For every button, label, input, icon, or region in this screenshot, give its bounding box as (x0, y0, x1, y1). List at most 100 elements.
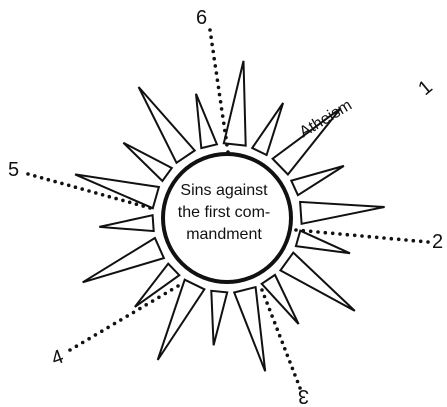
sun-ray (135, 264, 179, 307)
dot (226, 150, 230, 154)
dot (302, 229, 306, 233)
sun-ray (224, 61, 246, 146)
sun-ray (83, 238, 164, 282)
dot (119, 318, 123, 322)
dot (360, 234, 364, 238)
dot (209, 35, 213, 39)
dot (74, 185, 78, 189)
dot (128, 201, 132, 205)
dot (309, 230, 313, 234)
dot (346, 233, 350, 237)
dot (218, 93, 222, 97)
number-6: 6 (196, 8, 207, 28)
dot (268, 308, 272, 312)
sun-ray (262, 275, 299, 324)
dot (275, 327, 279, 331)
dot (60, 182, 64, 186)
dot (281, 341, 285, 345)
dot (286, 354, 290, 358)
sun-ray (252, 103, 283, 155)
dot (214, 64, 218, 68)
dot (211, 50, 215, 54)
dot (263, 295, 267, 299)
dot (138, 307, 142, 311)
dot (368, 235, 372, 239)
dot (223, 129, 227, 133)
dot (114, 197, 118, 201)
sun-ray (158, 280, 205, 360)
dot (135, 202, 139, 206)
dot (293, 373, 297, 377)
sun-ray (300, 202, 385, 224)
dot (170, 288, 174, 292)
dot (33, 174, 37, 178)
dot (260, 288, 264, 292)
dot (397, 238, 401, 242)
dot (353, 234, 357, 238)
dot (67, 184, 71, 188)
sun-ray (123, 143, 171, 181)
dot (375, 236, 379, 240)
dot (121, 199, 125, 203)
dot (208, 28, 212, 32)
dot (148, 206, 152, 210)
dot (338, 232, 342, 236)
dot (40, 176, 44, 180)
dot (404, 238, 408, 242)
dot (283, 347, 287, 351)
dot (108, 195, 112, 199)
dot (224, 136, 228, 140)
sun-ray (296, 231, 350, 254)
dot (132, 311, 136, 315)
dot (164, 292, 168, 296)
dot (222, 122, 226, 126)
dot (212, 57, 216, 61)
dot (331, 232, 335, 236)
dot (113, 322, 117, 326)
dot (270, 314, 274, 318)
dot (294, 228, 298, 232)
dot (217, 86, 221, 90)
dot (125, 314, 129, 318)
dot (316, 230, 320, 234)
dot (412, 239, 416, 243)
dot (390, 237, 394, 241)
dot (106, 326, 110, 330)
dot (219, 100, 223, 104)
dot (157, 296, 161, 300)
sun-ray (291, 166, 344, 195)
dot (94, 333, 98, 337)
dot (221, 114, 225, 118)
center-label: Sins against the first com- mandment (160, 180, 288, 246)
dot (288, 360, 292, 364)
dot (215, 71, 219, 75)
sun-ray (196, 94, 217, 148)
dot (87, 337, 91, 341)
dot (225, 143, 229, 147)
dot (324, 231, 328, 235)
number-5: 5 (8, 160, 19, 180)
dot (68, 348, 72, 352)
dot (94, 191, 98, 195)
sun-ray (234, 287, 265, 371)
dot (47, 178, 51, 182)
dot (87, 189, 91, 193)
dot (296, 380, 300, 384)
dot (100, 329, 104, 333)
number-2: 2 (432, 232, 443, 252)
number-3: 3 (298, 386, 309, 406)
sun-ray (139, 87, 195, 163)
dot (80, 187, 84, 191)
dot (75, 344, 79, 348)
dot (144, 303, 148, 307)
dot (278, 334, 282, 338)
sun-ray (211, 291, 227, 346)
dot (81, 341, 85, 345)
sun-ray (99, 215, 153, 231)
center-label-line-2: the first com- (160, 202, 288, 224)
dot (216, 78, 220, 82)
center-label-line-1: Sins against (160, 180, 288, 202)
center-label-line-3: mandment (160, 224, 288, 246)
dot (265, 301, 269, 305)
